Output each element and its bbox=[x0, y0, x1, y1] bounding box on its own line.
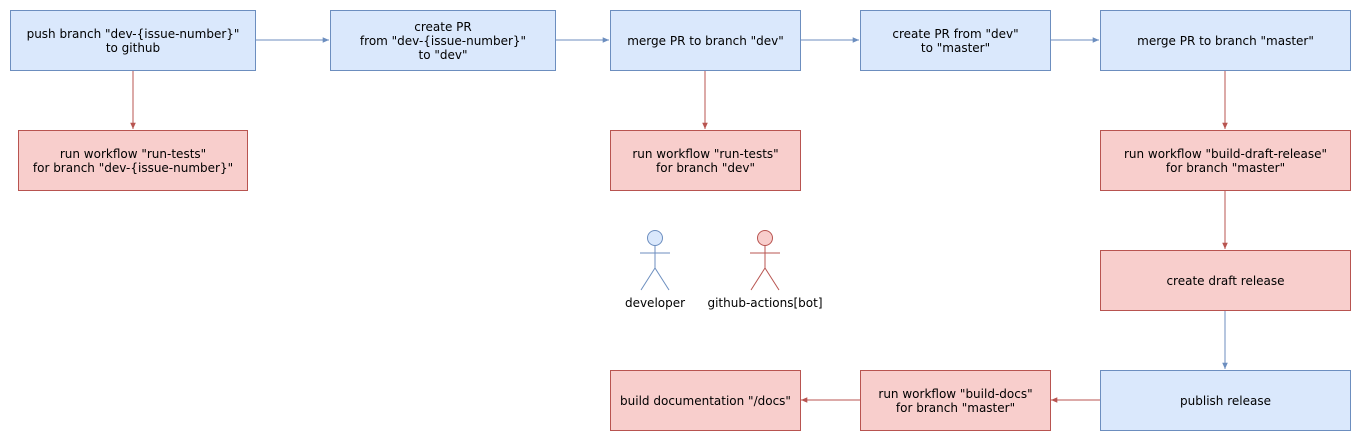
legend-bot-label: github-actions[bot] bbox=[707, 296, 823, 310]
node-run-tests-dev-line-1: run workflow "run-tests" bbox=[632, 146, 779, 161]
node-create-draft-release: create draft release bbox=[1100, 250, 1351, 311]
legend-developer-label: developer bbox=[624, 296, 686, 310]
developer-actor-icon bbox=[640, 230, 670, 291]
node-build-docs-workflow: run workflow "build-docs" for branch "ma… bbox=[860, 370, 1051, 431]
node-run-tests-dev: run workflow "run-tests" for branch "dev… bbox=[610, 130, 801, 191]
node-run-tests-issue-line-1: run workflow "run-tests" bbox=[59, 146, 207, 161]
node-publish-release: publish release bbox=[1100, 370, 1351, 431]
node-push-branch: push branch "dev-{issue-number}" to gith… bbox=[10, 10, 256, 71]
node-create-pr-line-2: from "dev-{issue-number}" bbox=[359, 33, 527, 48]
node-run-tests-dev-line-2: for branch "dev" bbox=[656, 160, 755, 175]
node-run-tests-issue-line-2: for branch "dev-{issue-number}" bbox=[32, 160, 234, 175]
node-publish-release-line-1: publish release bbox=[1180, 393, 1271, 408]
node-run-tests-issue: run workflow "run-tests" for branch "dev… bbox=[18, 130, 248, 191]
node-create-pr-master-line-1: create PR from "dev" bbox=[892, 26, 1019, 41]
node-create-pr-line-3: to "dev" bbox=[418, 47, 468, 62]
node-build-docs-workflow-line-2: for branch "master" bbox=[895, 400, 1016, 415]
node-create-draft-release-line-1: create draft release bbox=[1166, 273, 1285, 288]
node-merge-dev: merge PR to branch "dev" bbox=[610, 10, 801, 71]
node-build-draft-release-line-1: run workflow "build-draft-release" bbox=[1123, 146, 1328, 161]
node-push-branch-line-1: push branch "dev-{issue-number}" bbox=[26, 26, 240, 41]
node-build-docs-workflow-line-1: run workflow "build-docs" bbox=[878, 386, 1033, 401]
node-merge-master: merge PR to branch "master" bbox=[1100, 10, 1351, 71]
node-build-documentation: build documentation "/docs" bbox=[610, 370, 801, 431]
node-create-pr-master: create PR from "dev" to "master" bbox=[860, 10, 1051, 71]
node-create-pr-master-line-2: to "master" bbox=[920, 40, 991, 55]
node-merge-dev-line-1: merge PR to branch "dev" bbox=[627, 33, 784, 48]
node-create-pr-line-1: create PR bbox=[414, 19, 472, 34]
node-build-draft-release: run workflow "build-draft-release" for b… bbox=[1100, 130, 1351, 191]
node-merge-master-line-1: merge PR to branch "master" bbox=[1137, 33, 1314, 48]
bot-actor-icon bbox=[750, 230, 780, 291]
node-push-branch-line-2: to github bbox=[105, 40, 161, 55]
node-build-draft-release-line-2: for branch "master" bbox=[1165, 160, 1286, 175]
node-create-pr: create PR from "dev-{issue-number}" to "… bbox=[330, 10, 556, 71]
node-build-documentation-line-1: build documentation "/docs" bbox=[620, 393, 791, 408]
